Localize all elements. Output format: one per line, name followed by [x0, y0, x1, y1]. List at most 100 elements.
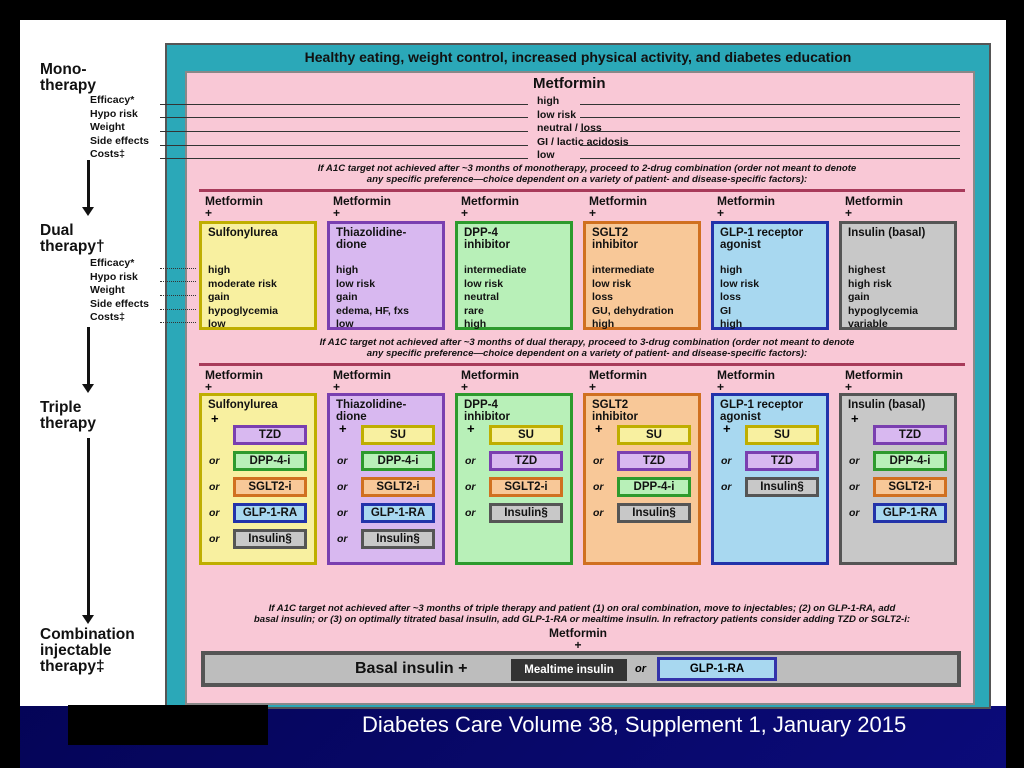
- algorithm-frame: Healthy eating, weight control, increase…: [165, 43, 991, 709]
- dual-plus: +: [717, 206, 725, 220]
- triple-plus: +: [333, 380, 341, 394]
- mono-value: neutral / loss: [537, 122, 602, 135]
- mono-leader-line: [160, 145, 528, 146]
- dual-drug-value: hypoglycemia: [848, 304, 919, 317]
- dual-plus: +: [461, 206, 469, 220]
- triple-option-pill: SU: [489, 425, 563, 445]
- dual-drug-value: gain: [848, 291, 870, 304]
- mono-value: high: [537, 95, 560, 107]
- metric-label: Side effects: [90, 297, 149, 310]
- dual-drug-value: GI: [720, 304, 732, 317]
- dual-drug-value: low risk: [336, 277, 376, 290]
- or-label: or: [593, 507, 604, 519]
- or-label: or: [849, 481, 860, 493]
- triple-option-pill: Insulin§: [489, 503, 563, 523]
- combo-label-line3: therapy‡: [40, 658, 105, 675]
- triple-option-pill: TZD: [745, 451, 819, 471]
- triple-drug-title: Sulfonylurea: [208, 399, 308, 412]
- triple-option-pill: DPP-4-i: [873, 451, 947, 471]
- note-after-mono-line1: If A1C target not achieved after ~3 mont…: [317, 163, 857, 174]
- mono-metformin-title: Metformin: [533, 75, 606, 92]
- triple-drug-title-line: inhibitor: [592, 410, 638, 423]
- dual-drug-title-line: GLP-1 receptor: [720, 227, 804, 239]
- note-after-triple: If A1C target not achieved after ~3 mont…: [197, 603, 967, 625]
- mono-leader-line-right: [580, 117, 960, 118]
- dual-metformin-header: Metformin+: [205, 195, 263, 219]
- triple-drug-title: Thiazolidine-dione: [336, 399, 436, 423]
- triple-plus: +: [589, 380, 597, 394]
- mono-leader-line: [160, 158, 528, 159]
- note-after-triple-line2: basal insulin; or (3) on optimally titra…: [253, 614, 911, 625]
- triple-option-pill: TZD: [233, 425, 307, 445]
- triple-drug-title-line: inhibitor: [464, 410, 510, 423]
- dual-plus: +: [333, 206, 341, 220]
- dual-drug-title-line: agonist: [720, 238, 761, 251]
- dual-drug-value: low risk: [720, 277, 760, 290]
- dual-metformin-label: Metformin: [845, 194, 903, 208]
- or-label: or: [849, 455, 860, 467]
- dual-drug-value: low: [208, 318, 226, 331]
- dual-drug-title-line: dione: [336, 238, 367, 251]
- or-label: or: [721, 481, 732, 493]
- dual-leader-line: [160, 268, 196, 269]
- divider-dual-triple: [199, 363, 965, 366]
- triple-drug-title-line: Insulin (basal): [848, 399, 926, 411]
- or-label: or: [337, 455, 348, 467]
- dual-metformin-header: Metformin+: [717, 195, 775, 219]
- triple-option-pill: TZD: [873, 425, 947, 445]
- dual-drug-value: low risk: [592, 277, 632, 290]
- mono-leader-line: [160, 131, 528, 132]
- triple-drug-title-line: Thiazolidine-: [336, 399, 407, 411]
- or-label: or: [465, 481, 476, 493]
- note-after-mono: If A1C target not achieved after ~3 mont…: [207, 163, 967, 185]
- mono-leader-line-right: [580, 158, 960, 159]
- triple-drug-title-line: dione: [336, 410, 367, 423]
- triple-option-pill: GLP-1-RA: [873, 503, 947, 523]
- dual-drug-title-line: DPP-4: [464, 227, 498, 239]
- triple-option-pill: SGLT2-i: [233, 477, 307, 497]
- triple-option-pill: TZD: [489, 451, 563, 471]
- mono-leader-line-right: [580, 145, 960, 146]
- dual-drug-value: GU, dehydration: [592, 304, 674, 317]
- dual-drug-value: high: [464, 318, 487, 331]
- dual-drug-value: rare: [464, 304, 484, 317]
- dual-drug-value: high: [720, 264, 743, 276]
- triple-drug-title-line: DPP-4: [464, 399, 498, 411]
- dual-leader-line: [160, 281, 196, 282]
- triple-metformin-label: Metformin: [333, 368, 391, 382]
- triple-plus: +: [717, 380, 725, 394]
- dual-drug-title: Insulin (basal): [848, 227, 948, 264]
- or-label: or: [465, 455, 476, 467]
- mono-leader-line: [160, 104, 528, 105]
- triple-option-pill: Insulin§: [233, 529, 307, 549]
- triple-option-pill: GLP-1-RA: [361, 503, 435, 523]
- or-label: or: [593, 455, 604, 467]
- dual-label: Dual therapy†: [40, 223, 105, 255]
- dual-drug-title-line: Thiazolidine-: [336, 227, 407, 239]
- triple-option-pill: SGLT2-i: [361, 477, 435, 497]
- dual-drug-title-line: inhibitor: [464, 238, 510, 251]
- dual-drug-title: Sulfonylurea: [208, 227, 308, 264]
- or-label: or: [849, 507, 860, 519]
- triple-metformin-header: Metformin+: [845, 369, 903, 393]
- triple-option-pill: SGLT2-i: [873, 477, 947, 497]
- triple-drug-title-line: Sulfonylurea: [208, 399, 278, 411]
- triple-option-pill: DPP-4-i: [233, 451, 307, 471]
- triple-label-line2: therapy: [40, 415, 96, 432]
- combo-label: Combination injectable therapy‡: [40, 627, 135, 675]
- metric-label: Weight: [90, 121, 125, 134]
- or-label: or: [209, 455, 220, 467]
- triple-option-pill: SU: [361, 425, 435, 445]
- dual-drug-value: hypoglycemia: [208, 304, 279, 317]
- dual-label-line2: therapy†: [40, 238, 105, 255]
- combo-metformin: Metformin +: [549, 627, 607, 651]
- right-black-bar: [1006, 0, 1024, 768]
